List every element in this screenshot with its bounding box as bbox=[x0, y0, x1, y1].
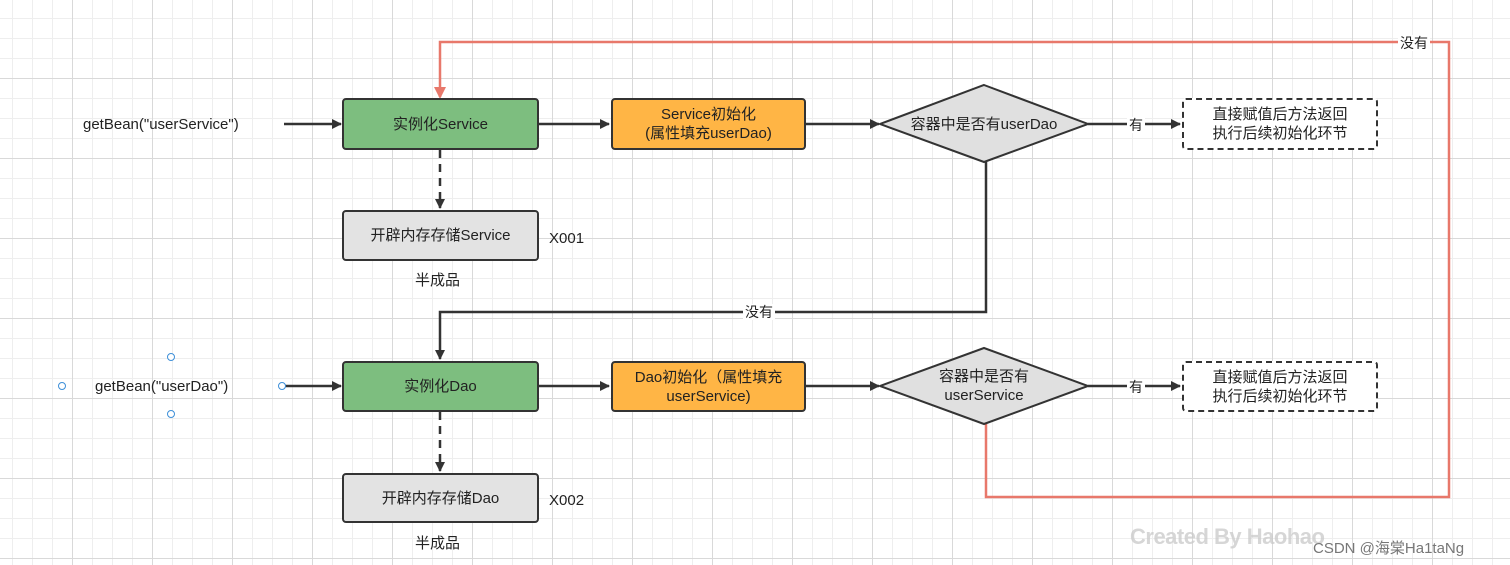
arrow-decision-no-to-instantiate-dao bbox=[435, 162, 988, 360]
selection-handle-left[interactable] bbox=[58, 382, 66, 390]
instantiate-dao-box[interactable]: 实例化Dao bbox=[342, 361, 539, 412]
instantiate-service-box[interactable]: 实例化Service bbox=[342, 98, 539, 150]
csdn-watermark: CSDN @海棠Ha1taNg bbox=[1313, 540, 1465, 557]
service-init-box[interactable]: Service初始化 (属性填充userDao) bbox=[611, 98, 806, 150]
arrow-loop-back-red bbox=[434, 40, 1451, 499]
object-id-x002: X002 bbox=[549, 492, 585, 509]
selection-handle-right[interactable] bbox=[278, 382, 286, 390]
decision-userdao-label[interactable]: 容器中是否有userDao bbox=[910, 116, 1058, 133]
no-label-loop: 没有 bbox=[1398, 35, 1430, 51]
object-id-x001: X001 bbox=[549, 230, 585, 247]
direct-assign-result-service[interactable]: 直接赋值后方法返回 执行后续初始化环节 bbox=[1182, 98, 1378, 150]
direct-assign-result-dao[interactable]: 直接赋值后方法返回 执行后续初始化环节 bbox=[1182, 361, 1378, 412]
decision-diamond-userdao bbox=[877, 83, 1091, 164]
selection-handle-top[interactable] bbox=[167, 353, 175, 361]
selection-handle-bottom[interactable] bbox=[167, 410, 175, 418]
created-by-watermark: Created By Haohao bbox=[1130, 524, 1325, 549]
yes-label-dao: 有 bbox=[1127, 379, 1145, 395]
decision-userservice-label[interactable]: 容器中是否有 userService bbox=[938, 368, 1029, 404]
alloc-memory-dao-box[interactable]: 开辟内存存储Dao bbox=[342, 473, 539, 523]
yes-label-service: 有 bbox=[1127, 117, 1145, 133]
half-product-label-service: 半成品 bbox=[415, 272, 461, 289]
half-product-label-dao: 半成品 bbox=[415, 535, 461, 552]
no-label-service: 没有 bbox=[743, 304, 775, 320]
decision-diamond-userservice bbox=[877, 346, 1091, 426]
getbean-userdao-label[interactable]: getBean("userDao") bbox=[95, 378, 229, 395]
getbean-userservice-label: getBean("userService") bbox=[83, 116, 239, 133]
alloc-memory-service-box[interactable]: 开辟内存存储Service bbox=[342, 210, 539, 261]
dao-init-box[interactable]: Dao初始化（属性填充 userService) bbox=[611, 361, 806, 412]
